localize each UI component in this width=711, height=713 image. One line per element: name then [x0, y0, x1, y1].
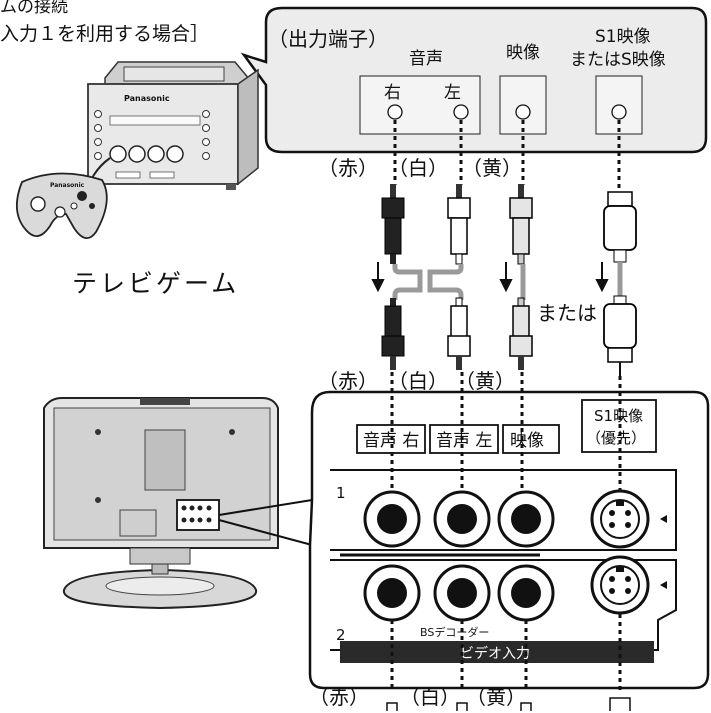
tv-audio-right-label: 音声 右 — [363, 431, 419, 451]
video-label: 映像 — [506, 43, 540, 63]
upper-plug-svideo — [603, 191, 637, 263]
cable-lines — [392, 262, 623, 300]
s-video-jack — [611, 104, 627, 120]
lower-plug-white — [447, 297, 471, 370]
row2-audio-right-jack — [363, 564, 421, 622]
bottom-plug-tips — [386, 697, 631, 711]
or-label: または — [537, 301, 597, 325]
lower-plug-red — [381, 298, 405, 370]
bottom-white-label: （白） — [400, 685, 460, 709]
video-input-label: ビデオ入力 — [460, 645, 530, 662]
game-controller-image: Panasonic — [16, 172, 108, 239]
device-label: テレビゲーム — [72, 269, 239, 298]
top-white-label: （白） — [388, 156, 448, 180]
title-line-2: 入力１を利用する場合］ — [0, 23, 209, 45]
upper-plug-red — [381, 184, 405, 264]
s1-video-label: S1映像 — [595, 27, 651, 47]
video-jack — [515, 104, 531, 120]
right-label: 右 — [384, 83, 401, 103]
console-brand: Panasonic — [124, 94, 170, 103]
upper-plug-yellow — [509, 184, 533, 265]
mid-red-label: （赤） — [318, 369, 378, 393]
audio-right-jack — [387, 104, 403, 120]
audio-left-jack — [453, 104, 469, 120]
row2-video-jack — [497, 564, 555, 622]
audio-label: 音声 — [409, 49, 443, 69]
tv-priority-label: （優先） — [586, 429, 646, 447]
tv-audio-left-label: 音声 左 — [436, 431, 492, 451]
row1-svideo-jack — [590, 489, 667, 549]
row2-svideo-jack — [590, 555, 667, 615]
source-output-panel: （出力端子） 音声 映像 S1映像 またはS映像 右 左 — [240, 6, 708, 154]
output-terminal-label: （出力端子） — [268, 27, 388, 51]
left-label: 左 — [444, 83, 461, 103]
row-2-number: 2 — [336, 626, 346, 644]
tv-input-panel: 音声 右 音声 左 映像 S1映像 （優先） 1 2 — [308, 372, 710, 690]
row2-audio-left-jack — [433, 564, 491, 622]
row1-audio-right-jack — [363, 490, 421, 548]
s-video-label: またはS映像 — [570, 50, 666, 70]
tv-video-label: 映像 — [510, 431, 544, 451]
lower-plug-svideo — [603, 295, 637, 376]
title-line-1: ムの接続 — [0, 0, 68, 17]
row1-audio-left-jack — [433, 490, 491, 548]
game-console-image: Panasonic — [83, 61, 259, 197]
tv-back-image — [43, 397, 279, 610]
upper-plug-white — [447, 184, 471, 265]
mid-yellow-label: （黄） — [455, 369, 515, 393]
row1-video-jack — [497, 490, 555, 548]
top-yellow-label: （黄） — [462, 156, 522, 180]
row-1-number: 1 — [336, 484, 346, 502]
video-input-band — [340, 641, 654, 663]
down-arrows — [371, 262, 609, 293]
mid-white-label: （白） — [388, 369, 448, 393]
bottom-yellow-label: （黄） — [466, 685, 526, 709]
lower-plug-yellow — [509, 297, 533, 370]
top-red-label: （赤） — [318, 156, 378, 180]
controller-brand: Panasonic — [50, 182, 85, 189]
bs-decoder-label: BSデコーダー — [420, 625, 489, 639]
bottom-red-label: （赤） — [309, 685, 369, 709]
